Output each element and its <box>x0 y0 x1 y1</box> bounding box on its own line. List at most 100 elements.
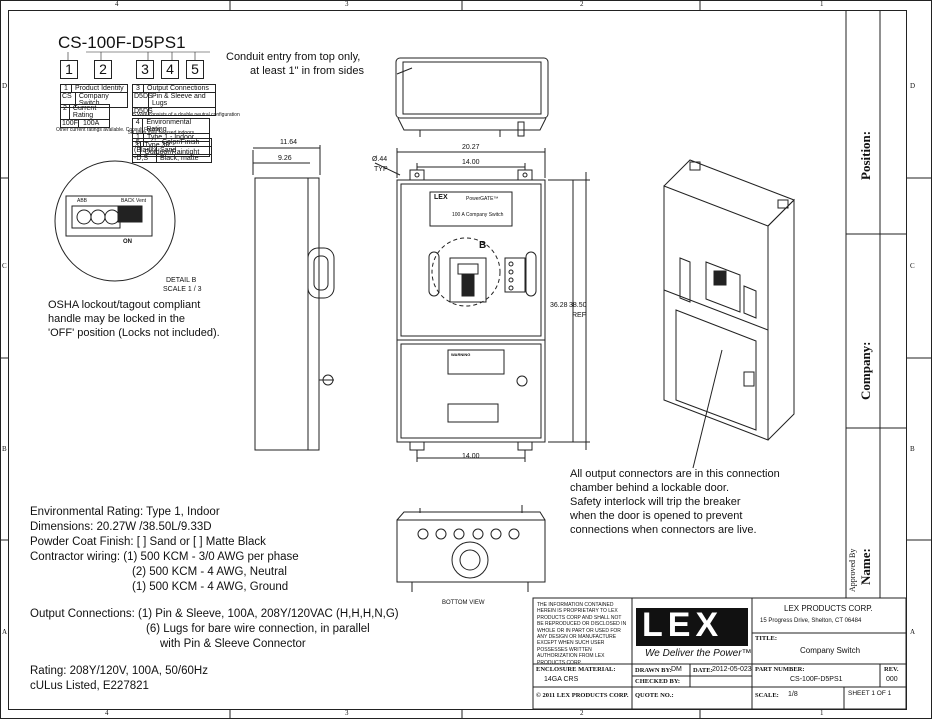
table-5-num: 5 <box>133 139 144 146</box>
connector-note-line-2: chamber behind a lockable door. <box>570 482 729 494</box>
code-box-4: 4 <box>161 60 179 79</box>
strip-approved-by-label: Approved By <box>848 548 857 592</box>
detail-switch-text-left: ABB <box>77 198 88 204</box>
table-2-header: Current Rating <box>72 105 97 119</box>
connector-note-line-5: connections when connectors are live. <box>570 524 757 536</box>
title-rev: 000 <box>886 676 898 683</box>
zone-left-c: C <box>2 262 7 270</box>
table-3-code-1: D5DS <box>133 93 153 107</box>
zone-bottom-4: 4 <box>105 709 109 717</box>
table-3-header: Output Connections <box>147 85 209 92</box>
zone-right-b: B <box>910 445 915 453</box>
osha-note-line-1: OSHA lockout/tagout compliant <box>48 299 201 311</box>
front-brand-label: LEX <box>434 194 448 201</box>
table-3-note: 5 Wire consists of a double neutral conf… <box>133 112 240 118</box>
title-date: 2012-05-023 <box>712 666 752 673</box>
spec-wiring-2: (2) 500 KCM - 4 AWG, Neutral <box>132 566 287 578</box>
conduit-note-line-1: Conduit entry from top only, <box>226 51 361 63</box>
zone-right-d: D <box>910 82 916 90</box>
dim-mount-spacing-top: 14.00 <box>462 159 480 166</box>
table-4-num: 4 <box>133 119 144 133</box>
strip-company-label: Company: <box>858 341 873 400</box>
dim-side-inner: 9.26 <box>278 155 292 162</box>
zone-bottom-3: 3 <box>345 709 349 717</box>
title-checked-label: CHECKED BY: <box>635 678 681 685</box>
dim-ref: REF <box>572 312 586 319</box>
zone-top-2: 2 <box>580 0 584 8</box>
table-5-header: Color/Finish <box>162 139 200 146</box>
title-logo: LEX <box>642 606 724 644</box>
zone-left-d: D <box>2 82 8 90</box>
table-2-note: Other current ratings available. Consult… <box>56 127 161 133</box>
spec-dimensions: Dimensions: 20.27W /38.50L/9.33D <box>30 521 212 533</box>
bottom-view-label: BOTTOM VIEW <box>442 600 485 606</box>
detail-on-label: ON <box>123 239 132 245</box>
title-tagline: We Deliver the Power™ <box>645 648 752 659</box>
title-title: Company Switch <box>800 646 861 655</box>
connector-note-line-4: when the door is opened to prevent <box>570 510 743 522</box>
detail-scale: SCALE 1 / 3 <box>163 286 202 293</box>
title-date-label: DATE: <box>693 667 713 674</box>
table-2-desc: 100A <box>83 120 100 127</box>
table-1-num: 1 <box>61 85 72 92</box>
table-5-desc-1: Sand <box>160 147 177 154</box>
dim-height-overall: 38.50 <box>569 302 587 309</box>
zone-top-4: 4 <box>115 0 119 8</box>
code-box-1: 1 <box>60 60 78 79</box>
title-part: CS-100F-D5PS1 <box>790 676 843 683</box>
front-warning-label: WARNING <box>451 352 471 357</box>
detail-label: DETAIL B <box>166 277 197 284</box>
spec-listing: cULus Listed, E227821 <box>30 680 149 692</box>
table-2-code: 100F <box>62 120 79 127</box>
zone-right-c: C <box>910 262 915 270</box>
table-5-code-1: (Blank) <box>134 147 157 154</box>
title-rev-label: REV. <box>884 666 899 673</box>
table-1-desc: Company Switch <box>78 93 109 107</box>
spec-finish: Powder Coat Finish: [ ] Sand or [ ] Matt… <box>30 536 266 548</box>
dim-mount-spacing-bottom: 14.00 <box>462 453 480 460</box>
zone-right-a: A <box>910 628 916 636</box>
zone-left-b: B <box>2 445 7 453</box>
title-sheet: SHEET 1 OF 1 <box>848 690 892 697</box>
connector-note-line-1: All output connectors are in this connec… <box>570 468 780 480</box>
spec-rating: Rating: 208Y/120V, 100A, 50/60Hz <box>30 665 208 677</box>
table-1-code: CS <box>61 93 76 107</box>
spec-wiring-3: (1) 500 KCM - 4 AWG, Ground <box>132 581 289 593</box>
table-4-desc-1: Type 1 - Indoor <box>147 134 195 141</box>
dim-hole-typ: TYP <box>374 166 388 173</box>
code-box-3: 3 <box>136 60 154 79</box>
title-drawn: DM <box>671 666 682 673</box>
zone-bottom-1: 1 <box>820 709 824 717</box>
detail-callout-b: B <box>479 240 487 251</box>
code-box-5: 5 <box>186 60 204 79</box>
table-5-code-2: -D,S <box>133 155 157 162</box>
title-scale: 1/8 <box>788 691 798 698</box>
spec-output-2: (6) Lugs for bare wire connection, in pa… <box>146 623 370 635</box>
table-4-desc-2: Type 3R - Outdoor/Raintight <box>144 142 200 156</box>
title-address: 15 Progress Drive, Shelton, CT 06484 <box>760 618 862 624</box>
title-company: LEX PRODUCTS CORP. <box>784 604 873 613</box>
title-title-label: TITLE: <box>755 635 778 642</box>
dim-side-depth: 11.64 <box>280 139 297 146</box>
table-4-header: Environmental Rating <box>146 119 192 133</box>
table-1-header: Product Identity <box>75 85 124 92</box>
table-3-code-2: D5DS <box>134 108 153 115</box>
spec-wiring-1: Contractor wiring: (1) 500 KCM - 3/0 AWG… <box>30 551 299 563</box>
part-code-title: CS-100F-D5PS1 <box>58 33 186 52</box>
osha-note-line-2: handle may be locked in the <box>48 313 185 325</box>
strip-name-label: Name: <box>858 548 873 585</box>
zone-top-3: 3 <box>345 0 349 8</box>
conduit-note-line-2: at least 1" in from sides <box>250 65 364 77</box>
title-drawn-label: DRAWN BY: <box>635 667 672 674</box>
zone-left-a: A <box>2 628 8 636</box>
title-part-label: PART NUMBER: <box>755 666 805 673</box>
title-enclosure: 14GA CRS <box>544 676 579 683</box>
spec-output-3: with Pin & Sleeve Connector <box>160 638 306 650</box>
front-product-label: PowerGATE™ <box>466 196 499 202</box>
